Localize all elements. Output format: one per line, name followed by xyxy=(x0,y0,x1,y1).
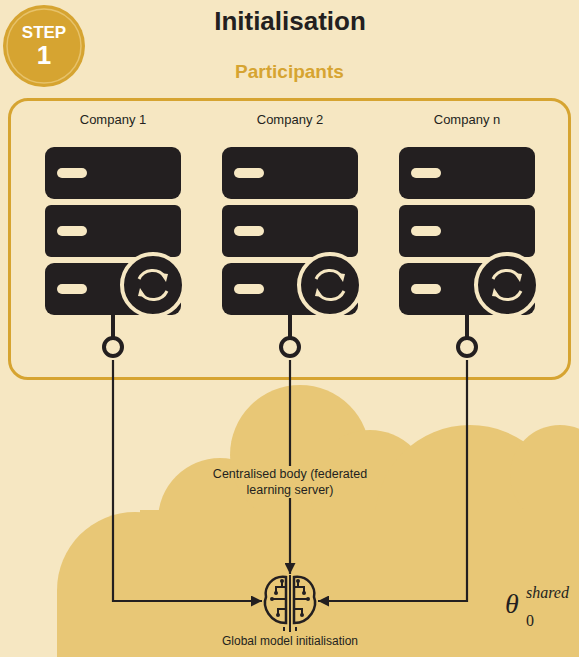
server-icon xyxy=(222,147,361,356)
step-number: 1 xyxy=(37,42,51,68)
superscript: shared xyxy=(526,585,569,601)
step-label: STEP xyxy=(22,24,66,42)
company-server: Company 2 xyxy=(204,110,376,360)
theta-symbol: θ xyxy=(505,590,519,618)
server-icon xyxy=(399,147,538,356)
model-label: Global model initialisation xyxy=(222,634,358,648)
company-label: Company 1 xyxy=(27,112,199,127)
step-badge: STEP1 xyxy=(2,4,86,88)
subscript: 0 xyxy=(526,613,534,629)
group-heading: Participants xyxy=(11,61,568,83)
server-cloud: Centralised body (federated learning ser… xyxy=(40,380,579,657)
participants-band: ParticipantsCompany 1Company 2Company n xyxy=(8,98,571,380)
title: Initialisation xyxy=(140,6,440,37)
company-label: Company n xyxy=(381,112,553,127)
server-label: Centralised body (federated learning ser… xyxy=(200,466,380,498)
global-model: Global model initialisation xyxy=(262,574,318,628)
server-icon xyxy=(45,147,184,356)
company-server: Company 1 xyxy=(27,110,199,360)
cloud-shape xyxy=(40,380,579,657)
company-label: Company 2 xyxy=(204,112,376,127)
company-server: Company n xyxy=(381,110,553,360)
